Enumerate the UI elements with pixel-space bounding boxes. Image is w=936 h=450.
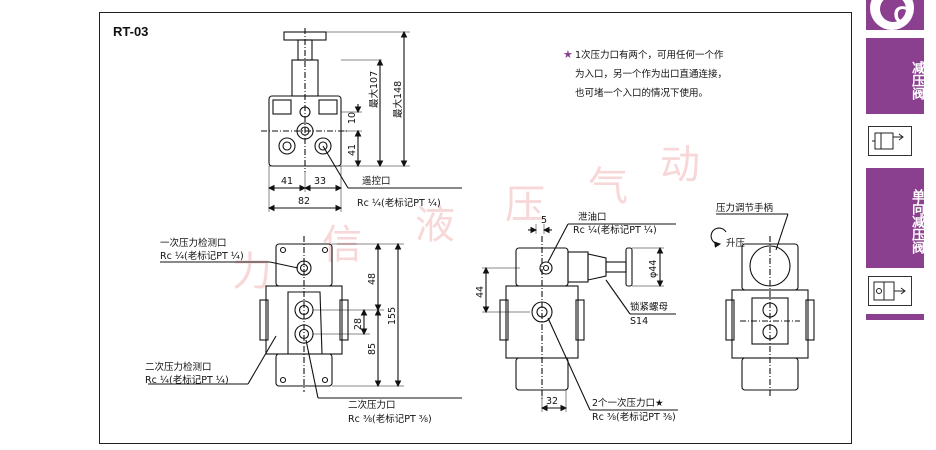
- drain-port-label: 泄油口: [578, 211, 607, 223]
- tab-check-reducing-valve[interactable]: [866, 168, 924, 268]
- secondary-port-spec: Rc ⅜(老标记PT ⅜): [348, 413, 432, 425]
- svg-text:动: 动: [660, 142, 700, 188]
- dim-max107: 最大107: [368, 71, 380, 108]
- watermark: 力 信 液 压 气 动: [232, 142, 700, 295]
- tab-label-check-reducing: 单向减压阀: [909, 188, 924, 254]
- dim-41-horizontal: 41: [281, 176, 293, 187]
- secondary-port-label: 二次压力口: [348, 399, 396, 411]
- rear-view: [710, 213, 815, 398]
- dim-44: 44: [475, 286, 486, 298]
- raise-pressure-label: 升压: [726, 238, 746, 249]
- secondary-gauge-spec: Rc ¼(老标记PT ¼): [145, 374, 229, 386]
- two-primary-ports-spec: Rc ⅜(老标记PT ⅜): [592, 411, 676, 423]
- model-title: RT-03: [113, 24, 148, 39]
- dim-82: 82: [298, 196, 310, 207]
- check-reducing-valve-symbol-icon: [868, 276, 912, 306]
- note-star-icon: ★: [563, 48, 573, 61]
- two-primary-ports-label: 2个一次压力口★: [592, 397, 664, 409]
- svg-text:气: 气: [588, 164, 628, 210]
- svg-text:液: 液: [415, 202, 455, 248]
- reducing-valve-symbol-icon: [868, 126, 912, 156]
- dim-33: 33: [314, 176, 326, 187]
- primary-gauge-label: 一次压力检测口: [160, 237, 227, 249]
- dim-max148: 最大148: [392, 81, 404, 118]
- note-line-1: 1次压力口有两个，可用任何一个作: [575, 49, 724, 61]
- handle-label: 压力调节手柄: [716, 202, 773, 214]
- remote-port-spec: Rc ¼(老标记PT ¼): [357, 197, 441, 209]
- remote-port-label: 遥控口: [362, 175, 391, 187]
- dim-phi44: φ44: [648, 260, 659, 278]
- secondary-gauge-label: 二次压力检测口: [145, 361, 212, 373]
- dim-28: 28: [353, 318, 364, 330]
- svg-text:压: 压: [505, 182, 545, 228]
- dim-155: 155: [387, 307, 398, 325]
- lock-nut-label: 锁紧螺母: [630, 301, 668, 313]
- svg-text:信: 信: [322, 222, 362, 268]
- dim-85: 85: [367, 343, 378, 355]
- tab-pressure-reducing-valve[interactable]: [866, 38, 924, 114]
- drawing-frame: [99, 12, 852, 444]
- dim-10: 10: [347, 112, 358, 124]
- drain-port-spec: Rc ¼(老标记PT ¼): [573, 224, 657, 236]
- note-line-2: 为入口，另一个作为出口直通连接，: [575, 68, 727, 80]
- svg-text:力: 力: [232, 249, 272, 295]
- top-view: [261, 28, 462, 212]
- dim-41-vertical: 41: [347, 144, 358, 156]
- note-block: ★ 1次压力口有两个，可用任何一个作 为入口，另一个作为出口直通连接， 也可堵一…: [563, 48, 727, 99]
- primary-gauge-spec: Rc ¼(老标记PT ¼): [160, 250, 244, 262]
- dim-5: 5: [541, 215, 547, 226]
- front-view: [148, 236, 462, 399]
- dim-48: 48: [367, 273, 378, 285]
- lock-nut-size: S14: [630, 316, 648, 327]
- side-view: [482, 223, 678, 412]
- section-letter-tab: [866, 0, 924, 30]
- note-line-3: 也可堵一个入口的情况下使用。: [575, 87, 708, 99]
- tab-label-reducing: 减压阀: [909, 60, 924, 100]
- section-letter: C: [893, 2, 911, 29]
- dim-32: 32: [546, 396, 558, 407]
